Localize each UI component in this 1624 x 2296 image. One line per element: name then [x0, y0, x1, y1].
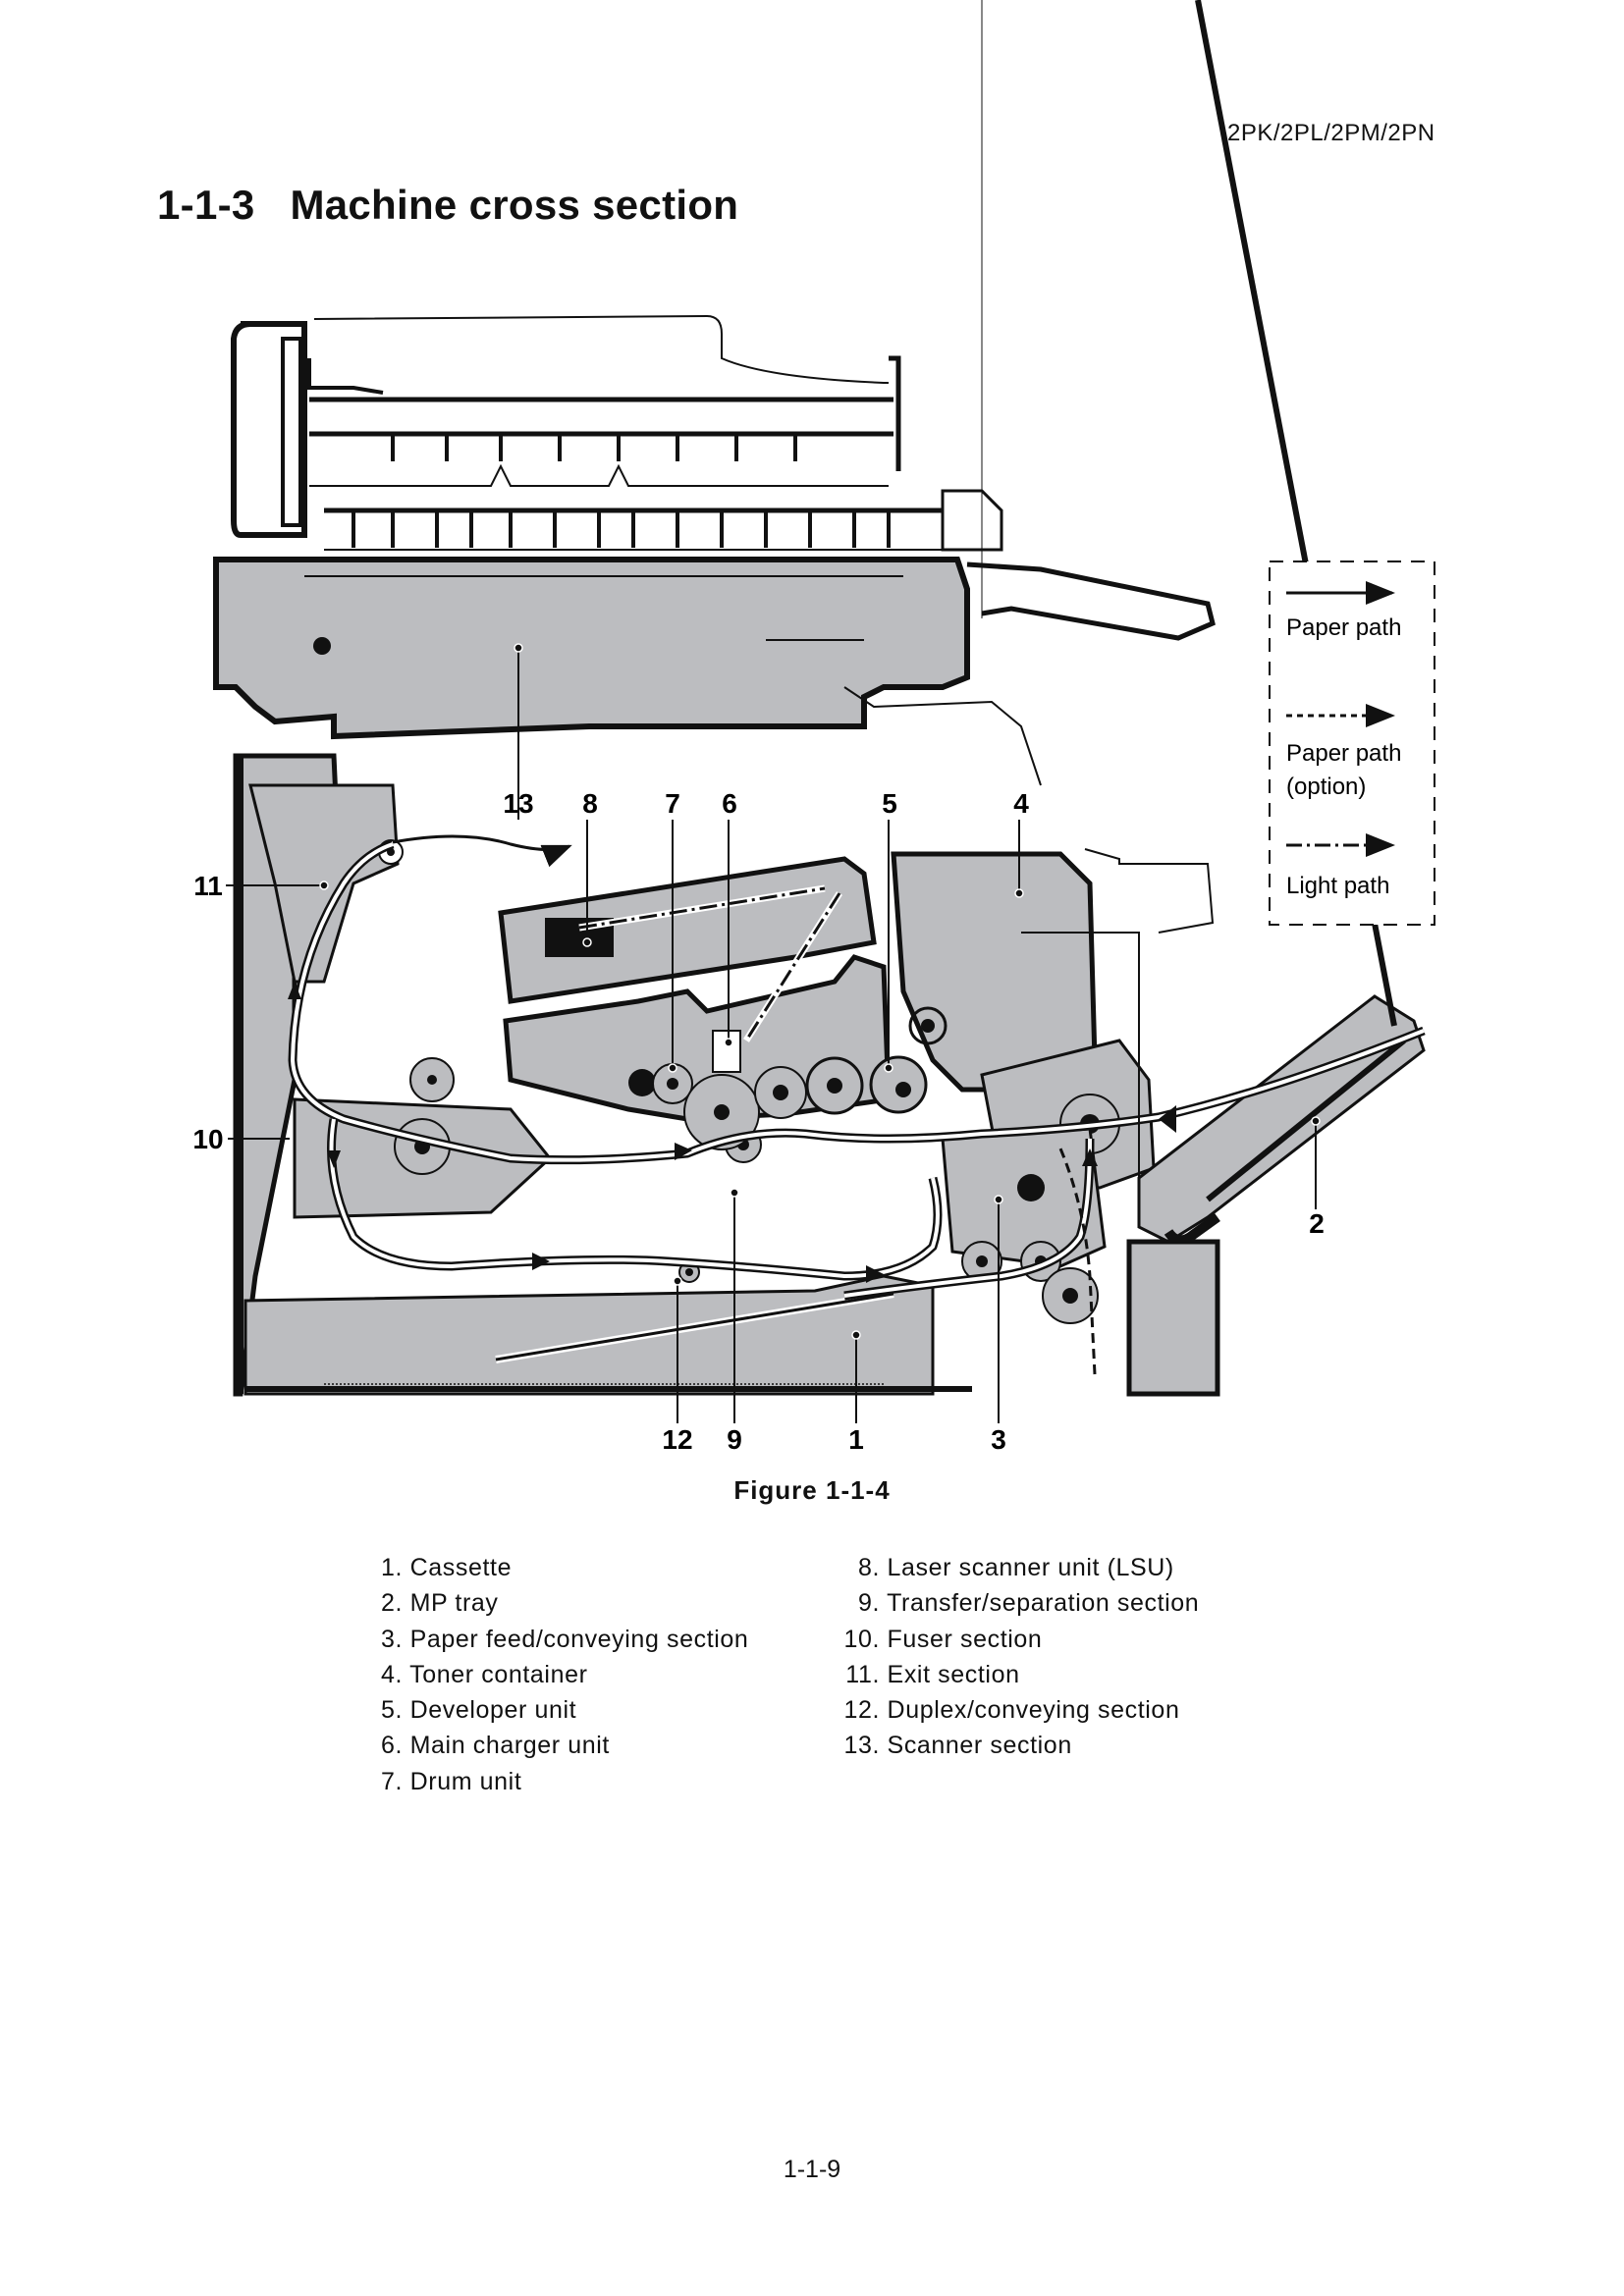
legend: Paper path Paper path (option) Light pat…: [1269, 561, 1435, 926]
legend-item-paper-path: Paper path: [1286, 581, 1401, 641]
callout-labels: 13 8 7 6 5 4 11 10 2 12 9 1 3: [192, 788, 1324, 1455]
callout-11: 11: [193, 871, 223, 901]
parts-list-item: 13. Scanner section: [843, 1732, 1072, 1760]
callout-12: 12: [662, 1424, 692, 1455]
parts-list-item: 3. Paper feed/conveying section: [381, 1625, 749, 1653]
paper-path-arrows: [288, 982, 1176, 1283]
parts-list-right: 8. Laser scanner unit (LSU) 9. Transfer/…: [837, 1550, 1199, 1764]
legend-label-paper-path-option-2: (option): [1286, 774, 1366, 800]
callout-9: 9: [727, 1424, 742, 1455]
callout-3: 3: [991, 1424, 1006, 1455]
callout-13: 13: [503, 788, 533, 819]
legend-item-light-path: Light path: [1286, 833, 1395, 899]
callout-8: 8: [582, 788, 598, 819]
light-path: [578, 884, 842, 1042]
callout-2: 2: [1309, 1208, 1325, 1239]
document-processor: [231, 314, 1003, 552]
callout-leaders: [226, 643, 1321, 1423]
callout-4: 4: [1013, 788, 1029, 819]
parts-list-item: 10. Fuser section: [843, 1625, 1043, 1653]
parts-list-item: 2. MP tray: [381, 1589, 499, 1618]
parts-list-item: 8. Laser scanner unit (LSU): [857, 1554, 1174, 1581]
section-title: 1-1-3 Machine cross section: [157, 182, 739, 228]
parts-list-item: 4. Toner container: [381, 1660, 588, 1688]
callout-7: 7: [665, 788, 680, 819]
legend-item-paper-path-option: Paper path (option): [1286, 704, 1401, 800]
document-processor-ribs: [352, 434, 891, 548]
parts-list-item: 1. Cassette: [381, 1554, 513, 1581]
figure-caption: Figure 1-1-4: [733, 1475, 891, 1505]
callout-6: 6: [722, 788, 737, 819]
drum-and-developer-rollers: [628, 1030, 928, 1150]
parts-list-item: 6. Main charger unit: [381, 1732, 610, 1760]
callout-5: 5: [882, 788, 897, 819]
page-number: 1-1-9: [783, 2156, 841, 2183]
legend-border: [1269, 561, 1435, 926]
paper-path: [288, 834, 1426, 1375]
callout-10: 10: [192, 1124, 223, 1154]
parts-list-item: 5. Developer unit: [381, 1696, 577, 1725]
parts-list-item: 11. Exit section: [845, 1660, 1020, 1688]
legend-label-paper-path: Paper path: [1286, 614, 1401, 641]
parts-list-item: 9. Transfer/separation section: [857, 1589, 1200, 1618]
scanner-section: [213, 0, 1216, 740]
callout-1: 1: [848, 1424, 864, 1455]
parts-list-item: 7. Drum unit: [381, 1767, 522, 1795]
right-cover-outline: [843, 686, 1215, 1178]
machine-cross-section-diagram: 13 8 7 6 5 4 11 10 2 12 9 1 3 Paper path…: [192, 0, 1435, 1455]
model-code: 2PK/2PL/2PM/2PN: [1227, 120, 1435, 146]
legend-label-light-path: Light path: [1286, 873, 1389, 899]
parts-list-left: 1. Cassette 2. MP tray 3. Paper feed/con…: [381, 1550, 748, 1799]
parts-list-item: 12. Duplex/conveying section: [843, 1696, 1180, 1725]
legend-label-paper-path-option-1: Paper path: [1286, 740, 1401, 767]
